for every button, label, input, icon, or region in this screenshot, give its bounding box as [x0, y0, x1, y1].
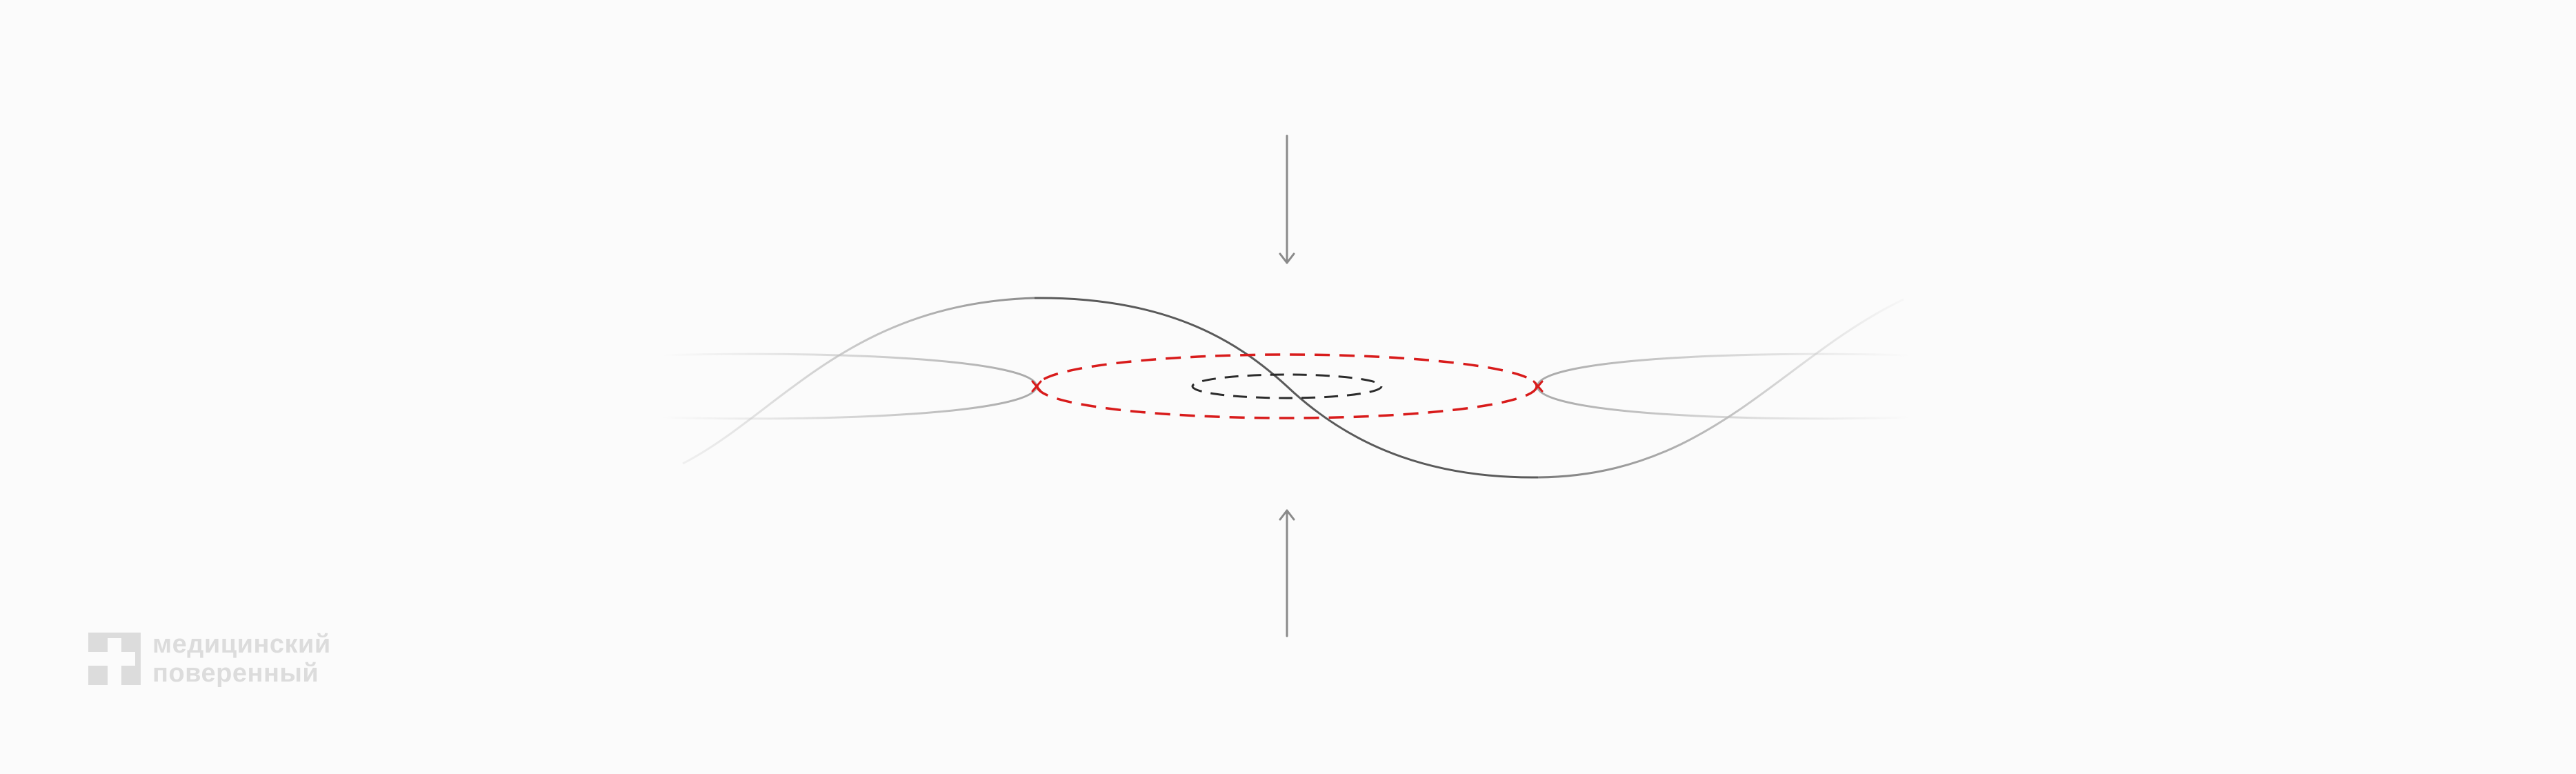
arrow-up-icon: [1279, 509, 1295, 637]
logo-line-2: поверенный: [152, 659, 319, 688]
right-loop: [1536, 353, 1911, 420]
left-loop: [661, 353, 1038, 420]
logo: медицинский поверенный: [88, 630, 331, 688]
left-cross-mark-icon: [1031, 380, 1042, 393]
logo-line-1: медицинский: [152, 630, 331, 659]
right-cross-mark-icon: [1532, 380, 1544, 393]
logo-text: медицинский поверенный: [152, 630, 331, 688]
wave-main-curve: [1034, 297, 1539, 479]
inner-dashed-ellipse: [1191, 373, 1383, 399]
wave-right-tail: [1537, 298, 1904, 479]
wave-left-tail: [682, 297, 1035, 465]
arrow-down-icon: [1279, 135, 1295, 264]
medical-cross-icon: [88, 633, 141, 685]
